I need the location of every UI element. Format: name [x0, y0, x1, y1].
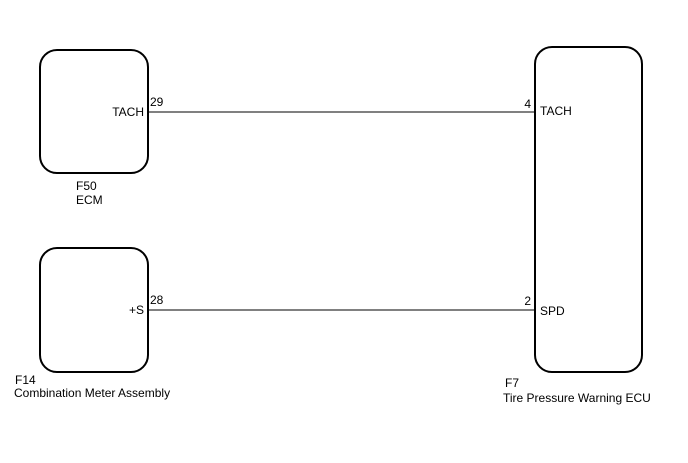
tpw-tach-signal: TACH	[540, 104, 572, 118]
meter-spd-signal: +S	[129, 303, 144, 317]
tpw-connector-label: F7	[505, 376, 520, 390]
meter-connector-label: F14	[15, 373, 36, 387]
tpw-name-label: Tire Pressure Warning ECU	[503, 391, 651, 405]
meter-spd-pin: 28	[150, 293, 164, 307]
meter-name-label: Combination Meter Assembly	[14, 386, 171, 400]
tire-pressure-warning-ecu-box	[534, 46, 643, 373]
ecm-tach-pin: 29	[150, 95, 164, 109]
ecm-name-label: ECM	[76, 193, 103, 207]
tpw-spd-pin: 2	[524, 294, 531, 308]
tpw-spd-signal: SPD	[540, 304, 565, 318]
ecm-tach-signal: TACH	[112, 105, 144, 119]
ecm-connector-label: F50	[76, 179, 97, 193]
tpw-tach-pin: 4	[524, 97, 531, 111]
